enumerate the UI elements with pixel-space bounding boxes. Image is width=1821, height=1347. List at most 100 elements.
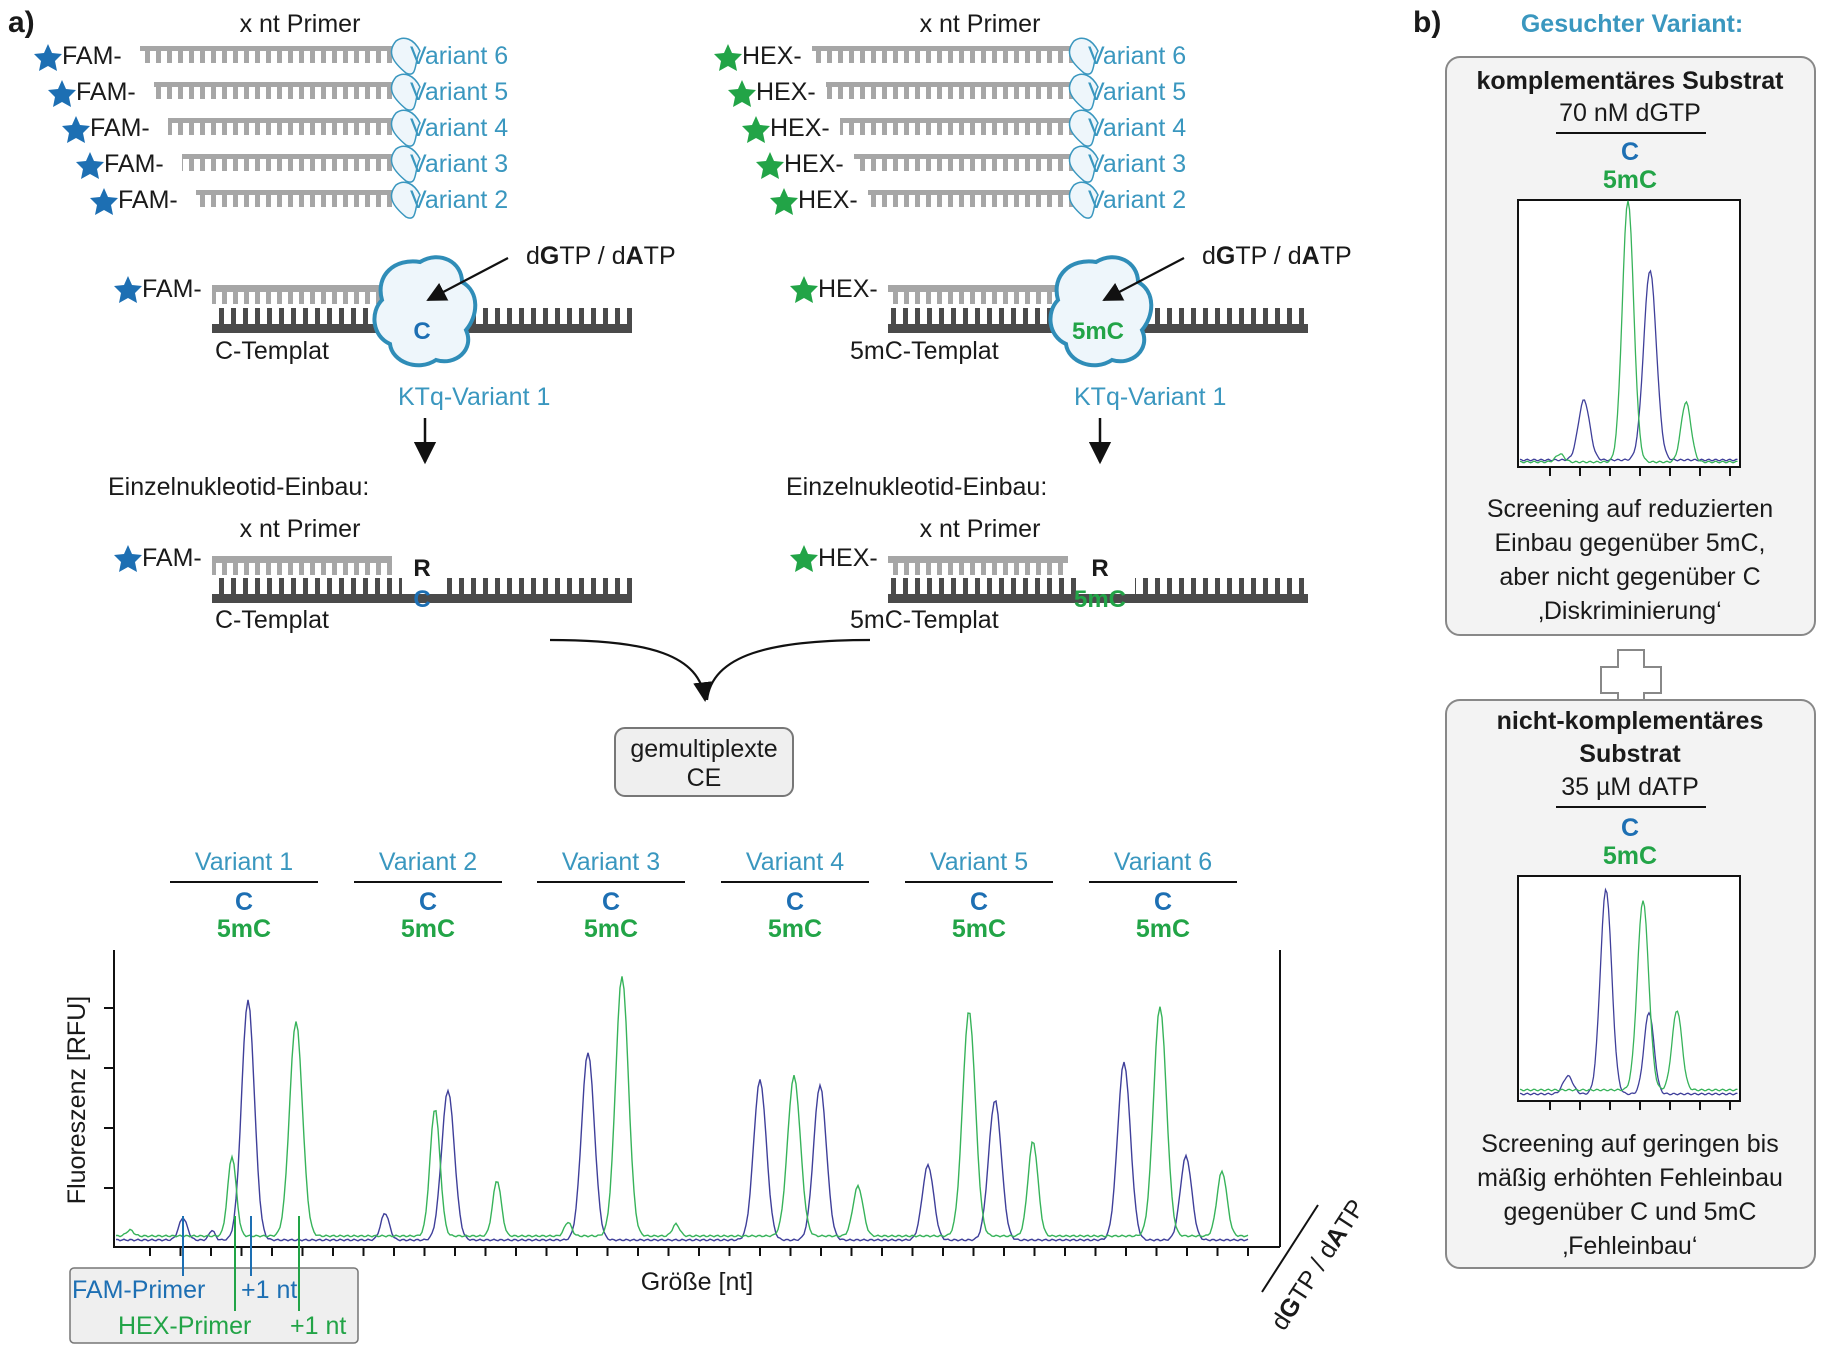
left-product-template-label: C-Templat [215,606,329,634]
right-incorporation-label: Einzelnukleotid-Einbau: [786,473,1047,501]
primer-teeth [196,195,402,207]
variant-group-title: Variant 4 [746,848,844,876]
left-product-teeth-b [443,578,632,594]
right-product-primer [888,556,1068,563]
left-product-dye: FAM- [142,544,202,572]
primer-backbone [868,190,1080,195]
enzyme-blob-left [372,255,478,368]
variant-enzyme-icon [1068,109,1099,147]
right-product-primer-teeth [888,563,1068,575]
box1-hex-trace [1519,200,1738,464]
variant-group-title: Variant 6 [1114,848,1212,876]
side-label: dGTP / dATP [1266,1195,1371,1336]
variant-enzyme-icon [390,145,421,183]
box1-conc: 70 nM dGTP [1559,99,1701,127]
y-axis-label: Fluoreszenz [RFU] [63,996,91,1204]
primer-backbone [140,46,402,51]
dye-star-icon [62,116,90,143]
variant-group-title: Variant 1 [195,848,293,876]
ce-box-line2: CE [687,764,722,792]
panel-b-title: Gesuchter Variant: [1521,10,1743,38]
box2-desc-4: ‚Fehleinbau‘ [1563,1232,1698,1260]
primer-teeth [854,159,1080,171]
variant-group-title: Variant 3 [562,848,660,876]
left-product-template-base: C [413,586,430,613]
variant-group-5mc: 5mC [768,915,822,943]
hex-primer-teeth [888,292,1068,304]
primer-variant-label: Variant 2 [1088,186,1186,214]
box1-5mc: 5mC [1603,166,1657,194]
variant-group-c: C [1154,888,1172,916]
primer-variant-label: Variant 5 [1088,78,1186,106]
legend-hex-primer: HEX-Primer [118,1312,251,1340]
right-product-template-base: 5mC [1074,586,1126,613]
box2-desc-1: Screening auf geringen bis [1481,1130,1778,1158]
variant-group-c: C [235,888,253,916]
right-nucleotides: dGTP / dATP [1202,242,1352,270]
dye-star-icon [714,44,742,71]
dye-star-icon [76,152,104,179]
left-product-primer-teeth [212,563,392,575]
right-template-base: 5mC [1072,318,1124,345]
primer-variant-label: Variant 6 [1088,42,1186,70]
primer-teeth [140,51,402,63]
ce-box-line1: gemultiplexte [630,735,777,763]
primer-variant-label: Variant 3 [1088,150,1186,178]
dye-star-icon [756,152,784,179]
primer-teeth [812,51,1080,63]
hex-trace [116,976,1249,1238]
primer-backbone [826,82,1080,87]
variant-group-c: C [419,888,437,916]
primer-variant-label: Variant 4 [410,114,508,142]
primer-backbone [854,154,1080,159]
primer-teeth [154,87,402,99]
primer-teeth [168,123,402,135]
box1-plot-ticks [1549,467,1731,476]
primer-dye-label: HEX- [742,42,802,70]
dye-star-icon [770,188,798,215]
primer-teeth [840,123,1080,135]
hex-label: HEX- [818,275,878,303]
left-product-teeth-a [212,578,402,594]
primer-dye-label: FAM- [76,78,136,106]
primer-backbone [182,154,402,159]
primer-dye-label: FAM- [90,114,150,142]
right-product-dye: HEX- [818,544,878,572]
left-product-primer [212,556,392,563]
box2-title2: Substrat [1579,740,1681,768]
variant-group-5mc: 5mC [217,915,271,943]
left-template-base: C [413,318,430,345]
x-axis-label: Größe [nt] [641,1268,754,1296]
merge-arrow-left [549,638,713,702]
primer-variant-label: Variant 3 [410,150,508,178]
primer-backbone [196,190,402,195]
legend-box [69,1267,359,1344]
dye-star-icon [742,116,770,143]
left-incorporation-label: Einzelnukleotid-Einbau: [108,473,369,501]
primer-dye-label: HEX- [784,150,844,178]
right-product-template [888,594,1308,603]
ep-ticks [104,1007,1249,1256]
left-nucleotide-arrow [426,257,509,301]
variant-enzyme-icon [390,37,421,75]
variant-group-5mc: 5mC [584,915,638,943]
left-product-base: R [413,555,430,582]
primer-dye-label: FAM- [62,42,122,70]
right-nucleotide-arrow [1102,257,1185,301]
box2-plot-ticks [1549,1101,1731,1110]
primer-dye-label: HEX- [756,78,816,106]
ep-axes [113,950,1280,1248]
box1-title: komplementäres Substrat [1476,67,1784,95]
merge-arrow-right [705,638,871,701]
primer-teeth [826,87,1080,99]
fam-star-product-icon [114,545,142,572]
box2-desc-2: mäßig erhöhten Fehleinbau [1477,1164,1783,1192]
variant-group-title: Variant 5 [930,848,1028,876]
primer-backbone [840,118,1080,123]
variant-group-c: C [786,888,804,916]
box2-conc: 35 µM dATP [1561,773,1699,801]
box1-desc-1: Screening auf reduzierten [1487,495,1773,523]
ce-box [614,727,794,797]
